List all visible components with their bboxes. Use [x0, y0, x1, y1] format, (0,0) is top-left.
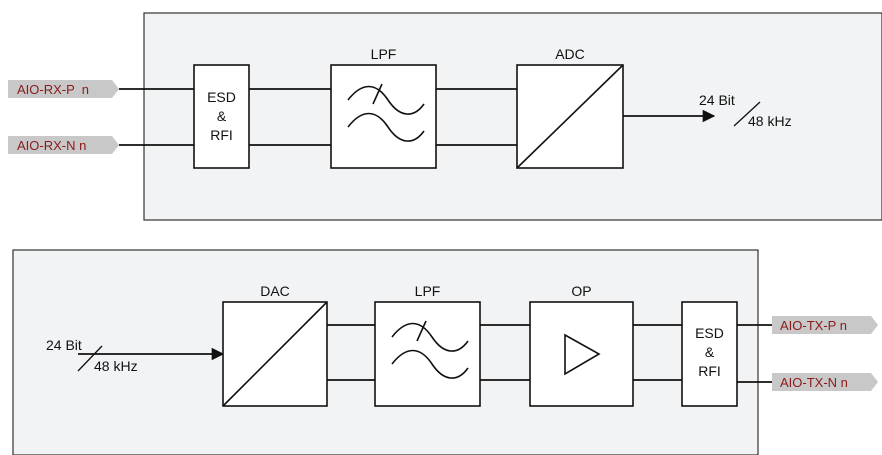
rx-lpf-label: LPF: [371, 46, 397, 62]
rx-pin-n-tag: [8, 136, 119, 154]
rx-esd-line2: &: [217, 108, 227, 124]
rx-output-slash: [733, 101, 761, 127]
rx-lpf-strike: [372, 83, 383, 105]
tx-lpf-label: LPF: [415, 283, 441, 299]
tx-op-label: OP: [571, 283, 591, 299]
tx-pin-p-tag: [772, 316, 878, 334]
tx-input-rate: 48 kHz: [94, 358, 138, 374]
rx-output-rate: 48 kHz: [748, 113, 792, 129]
rx-lpf-box: [330, 64, 437, 169]
tx-input-slash: [77, 345, 103, 372]
tx-lpf-wave-upper: [391, 322, 469, 352]
rx-lpf-block: LPF: [330, 46, 437, 169]
tx-pin-n: AIO-TX-N n: [772, 373, 878, 391]
tx-pin-n-label: AIO-TX-N n: [780, 375, 848, 390]
rx-pin-n: AIO-RX-N n: [8, 136, 119, 154]
tx-pin-n-tag: [772, 373, 878, 391]
rx-adc-label: ADC: [555, 46, 585, 62]
tx-lpf-block: LPF: [374, 283, 481, 407]
rx-adc-diagonal: [516, 64, 624, 169]
rx-adc-block: ADC: [516, 46, 624, 169]
tx-esd-line3: RFI: [698, 363, 721, 379]
rx-panel: [143, 12, 882, 221]
tx-input-bits: 24 Bit: [46, 337, 82, 353]
rx-output-bits: 24 Bit: [699, 92, 735, 108]
tx-esd-rfi-block: ESD & RFI: [681, 301, 738, 407]
rx-chain: AIO-RX-P n AIO-RX-N n ESD & RFI LPF: [8, 12, 882, 221]
tx-dac-diagonal: [222, 301, 328, 407]
rx-lpf-wave-upper: [347, 85, 425, 115]
tx-dac-label: DAC: [260, 283, 290, 299]
rx-esd-box: [193, 64, 250, 169]
rx-output-format: 24 Bit 48 kHz: [699, 92, 792, 129]
rx-pin-p: AIO-RX-P n: [8, 80, 119, 98]
tx-pin-p: AIO-TX-P n: [772, 316, 878, 334]
rx-esd-line1: ESD: [207, 89, 236, 105]
rx-esd-line3: RFI: [210, 127, 233, 143]
tx-esd-line2: &: [705, 344, 715, 360]
tx-op-block: OP: [529, 283, 634, 407]
tx-op-box: [529, 301, 634, 407]
tx-esd-line1: ESD: [695, 325, 724, 341]
tx-lpf-strike: [416, 320, 427, 342]
tx-dac-block: DAC: [222, 283, 328, 407]
rx-lpf-wave-lower: [347, 112, 425, 142]
rx-pin-n-label: AIO-RX-N n: [17, 138, 86, 153]
tx-chain: 24 Bit 48 kHz DAC LPF OP: [12, 249, 878, 455]
tx-lpf-wave-lower: [391, 349, 469, 379]
rx-esd-rfi-block: ESD & RFI: [193, 64, 250, 169]
rx-pin-p-label: AIO-RX-P n: [17, 82, 89, 97]
tx-pin-p-label: AIO-TX-P n: [780, 318, 847, 333]
tx-input-format: 24 Bit 48 kHz: [46, 337, 138, 374]
rx-pin-p-tag: [8, 80, 119, 98]
tx-lpf-box: [374, 301, 481, 407]
tx-op-amplifier-icon: [564, 333, 601, 376]
tx-esd-box: [681, 301, 738, 407]
